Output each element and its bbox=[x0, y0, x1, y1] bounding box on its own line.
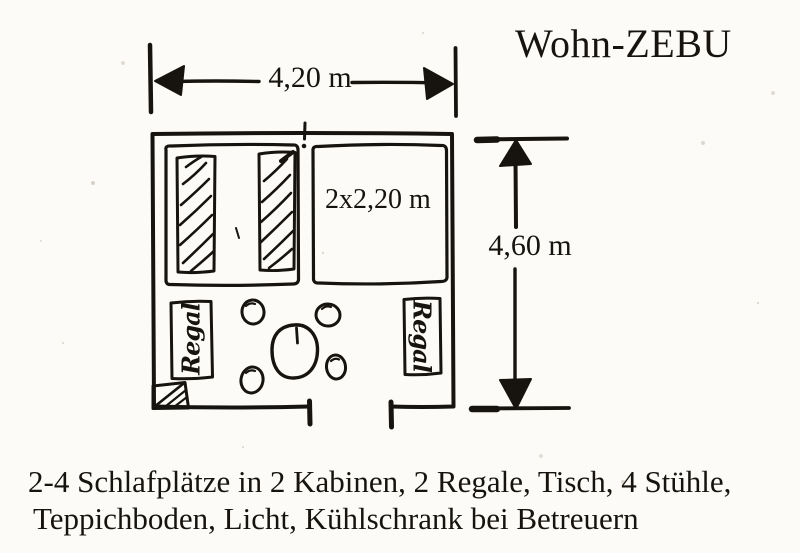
arrowhead-down-icon bbox=[499, 378, 532, 410]
bed-2 bbox=[257, 150, 297, 273]
dimension-tick-left bbox=[147, 42, 154, 115]
chair-2 bbox=[314, 302, 342, 328]
corner-hatch bbox=[151, 381, 190, 410]
height-dimension-arrow bbox=[468, 136, 571, 413]
tick-top-blob bbox=[473, 136, 501, 144]
door-jamb-left bbox=[307, 398, 313, 427]
arrowhead-right-icon bbox=[423, 67, 454, 100]
caption-line-2: Teppichboden, Licht, Kühlschrank bei Bet… bbox=[33, 501, 639, 536]
dimension-shaft-up bbox=[513, 158, 518, 229]
cabin-right-outline bbox=[311, 142, 449, 286]
dimension-shaft-left bbox=[172, 79, 261, 84]
width-dimension-label: 4,20 m bbox=[268, 61, 352, 94]
bed-1 bbox=[175, 154, 217, 275]
outer-walls bbox=[150, 121, 456, 430]
shelf-right bbox=[402, 296, 443, 377]
table bbox=[270, 323, 320, 380]
cabin-right bbox=[311, 142, 449, 286]
bed-2-hatching bbox=[259, 150, 295, 270]
chair-1 bbox=[240, 298, 266, 326]
wall-center-tick bbox=[303, 121, 307, 141]
width-dimension-arrow bbox=[147, 42, 458, 118]
wall-outline bbox=[150, 131, 456, 410]
cabin-left-outline bbox=[164, 142, 301, 287]
caption-line-1: 2-4 Schlafplätze in 2 Kabinen, 2 Regale,… bbox=[28, 464, 732, 499]
chair-4 bbox=[324, 353, 348, 381]
pen-mark bbox=[235, 227, 240, 239]
height-dimension-label: 4,60 m bbox=[488, 229, 572, 262]
page-title: Wohn-ZEBU bbox=[515, 21, 732, 66]
door-jamb-right bbox=[388, 399, 394, 430]
dimension-tick-right bbox=[453, 46, 458, 118]
shelf-left-label: Regal bbox=[176, 303, 206, 375]
cabin-size-label: 2x2,20 m bbox=[325, 184, 431, 215]
table-pen-mark bbox=[295, 326, 299, 345]
chair-3 bbox=[239, 365, 265, 395]
shelf-right-label: Regal bbox=[407, 300, 437, 372]
cabin-left bbox=[164, 142, 301, 287]
bed-1-hatching bbox=[178, 155, 216, 273]
pen-dot bbox=[301, 143, 307, 149]
shelf-left bbox=[169, 299, 214, 381]
